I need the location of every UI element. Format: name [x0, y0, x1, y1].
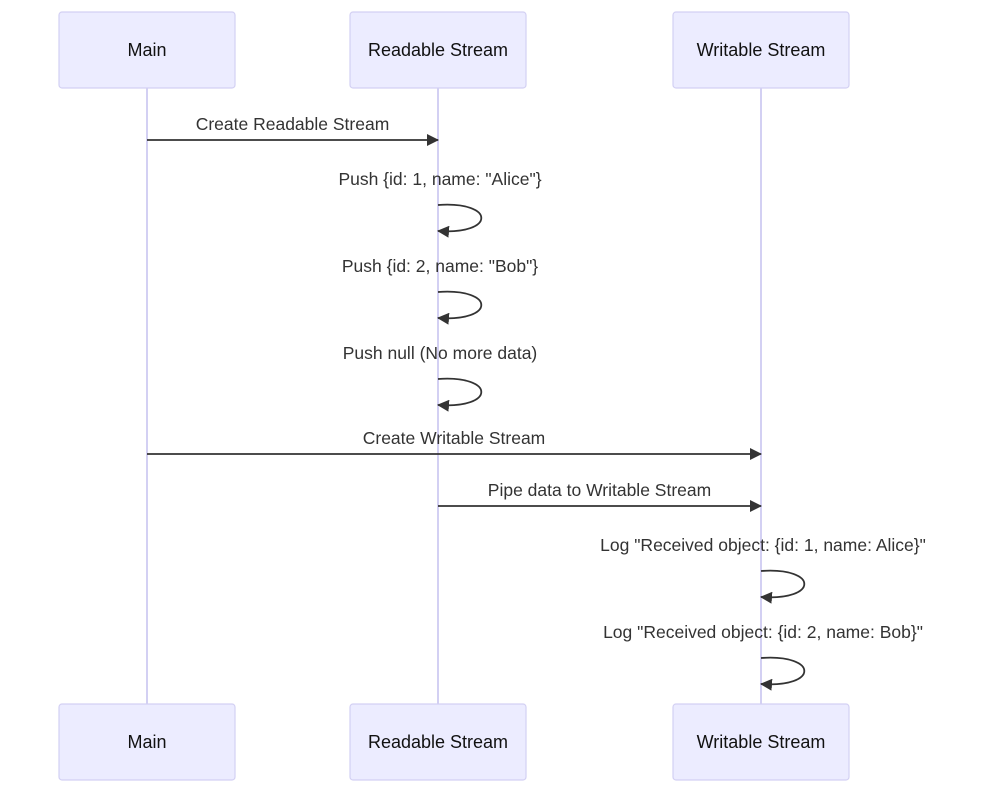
actor-label: Readable Stream — [368, 732, 508, 752]
self-message-arrow — [760, 656, 805, 691]
message-2: Push {id: 1, name: "Alice"} — [338, 169, 542, 238]
actor-writable-top: Writable Stream — [672, 11, 850, 89]
actor-box — [58, 11, 236, 89]
actor-writable-bottom: Writable Stream — [672, 703, 850, 781]
message-label: Log "Received object: {id: 2, name: Bob}… — [603, 622, 923, 642]
actor-box — [349, 703, 527, 781]
message-7: Log "Received object: {id: 1, name: Alic… — [600, 535, 926, 604]
self-message-arrow — [760, 569, 805, 604]
message-label: Push null (No more data) — [343, 343, 538, 363]
message-6: Pipe data to Writable Stream — [438, 480, 762, 512]
message-label: Create Readable Stream — [196, 114, 390, 134]
actor-label: Main — [127, 732, 166, 752]
message-label: Create Writable Stream — [363, 428, 546, 448]
actor-readable-top: Readable Stream — [349, 11, 527, 89]
self-message-arrow — [437, 290, 482, 325]
actor-readable-bottom: Readable Stream — [349, 703, 527, 781]
actor-label: Writable Stream — [697, 732, 826, 752]
message-3: Push {id: 2, name: "Bob"} — [342, 256, 538, 325]
message-5: Create Writable Stream — [147, 428, 762, 460]
actor-box — [349, 11, 527, 89]
message-1: Create Readable Stream — [147, 114, 439, 146]
self-message-arrow — [437, 203, 482, 238]
actor-box — [58, 703, 236, 781]
actor-box — [672, 11, 850, 89]
actor-label: Readable Stream — [368, 40, 508, 60]
message-4: Push null (No more data) — [343, 343, 538, 412]
actor-label: Main — [127, 40, 166, 60]
message-label: Push {id: 2, name: "Bob"} — [342, 256, 538, 276]
self-message-arrow — [437, 377, 482, 412]
actor-main-top: Main — [58, 11, 236, 89]
message-label: Push {id: 1, name: "Alice"} — [338, 169, 541, 189]
actor-main-bottom: Main — [58, 703, 236, 781]
message-8: Log "Received object: {id: 2, name: Bob}… — [603, 622, 923, 691]
actor-box — [672, 703, 850, 781]
message-label: Log "Received object: {id: 1, name: Alic… — [600, 535, 926, 555]
actor-label: Writable Stream — [697, 40, 826, 60]
message-label: Pipe data to Writable Stream — [488, 480, 711, 500]
